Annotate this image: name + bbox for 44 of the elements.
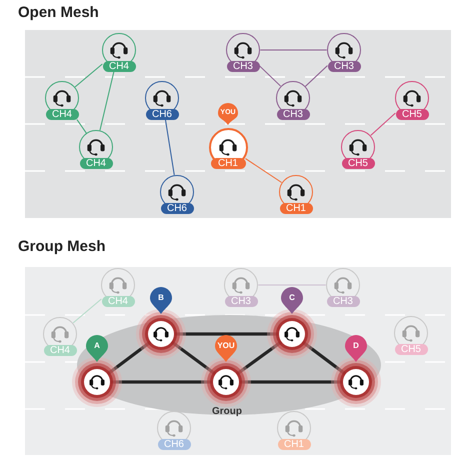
channel-tag: CH3 (328, 60, 360, 72)
channel-tag: CH6 (158, 438, 190, 450)
channel-tag: CH4 (102, 60, 136, 72)
channel-tag: CH4 (46, 108, 78, 120)
section-heading: Open Mesh (18, 4, 99, 22)
connector-line (110, 380, 213, 384)
connector-line (245, 158, 282, 183)
connector-line (370, 112, 396, 136)
channel-tag: CH4 (44, 344, 76, 356)
connector-line (236, 340, 282, 376)
channel-tag: CH4 (80, 158, 112, 168)
channel-tag: CH6 (160, 202, 194, 214)
connector-line (302, 340, 346, 376)
channel-tag: CH1 (210, 158, 246, 168)
connector-line (76, 119, 87, 134)
connector-line (259, 65, 282, 87)
connector-line (258, 284, 326, 286)
connector-line (239, 380, 343, 384)
connector-line (72, 298, 102, 324)
pin-label: D (345, 335, 367, 362)
group-label: Group (212, 406, 242, 418)
pin-label: B (150, 287, 172, 314)
channel-tag: CH3 (226, 60, 260, 72)
section-heading: Group Mesh (18, 238, 106, 256)
channel-tag: CH3 (326, 296, 360, 306)
channel-tag: CH5 (396, 108, 428, 120)
pin-label: YOU (215, 335, 237, 362)
channel-tag: CH3 (224, 296, 258, 306)
connector-line (304, 65, 328, 87)
channel-tag: CH5 (394, 344, 428, 354)
connector-line (164, 119, 175, 176)
pin-label: A (86, 335, 108, 362)
channel-tag: CH1 (278, 438, 310, 450)
channel-tag: CH1 (280, 202, 312, 214)
connector-line (170, 340, 216, 376)
connector-line (106, 340, 152, 376)
channel-tag: CH6 (146, 108, 178, 120)
pin-label: C (281, 287, 303, 314)
connector-line (74, 64, 103, 88)
connector-line (99, 71, 114, 131)
channel-tag: CH3 (276, 108, 310, 120)
connector-line (174, 332, 279, 336)
channel-tag: CH4 (102, 296, 134, 306)
channel-tag: CH5 (342, 158, 374, 168)
